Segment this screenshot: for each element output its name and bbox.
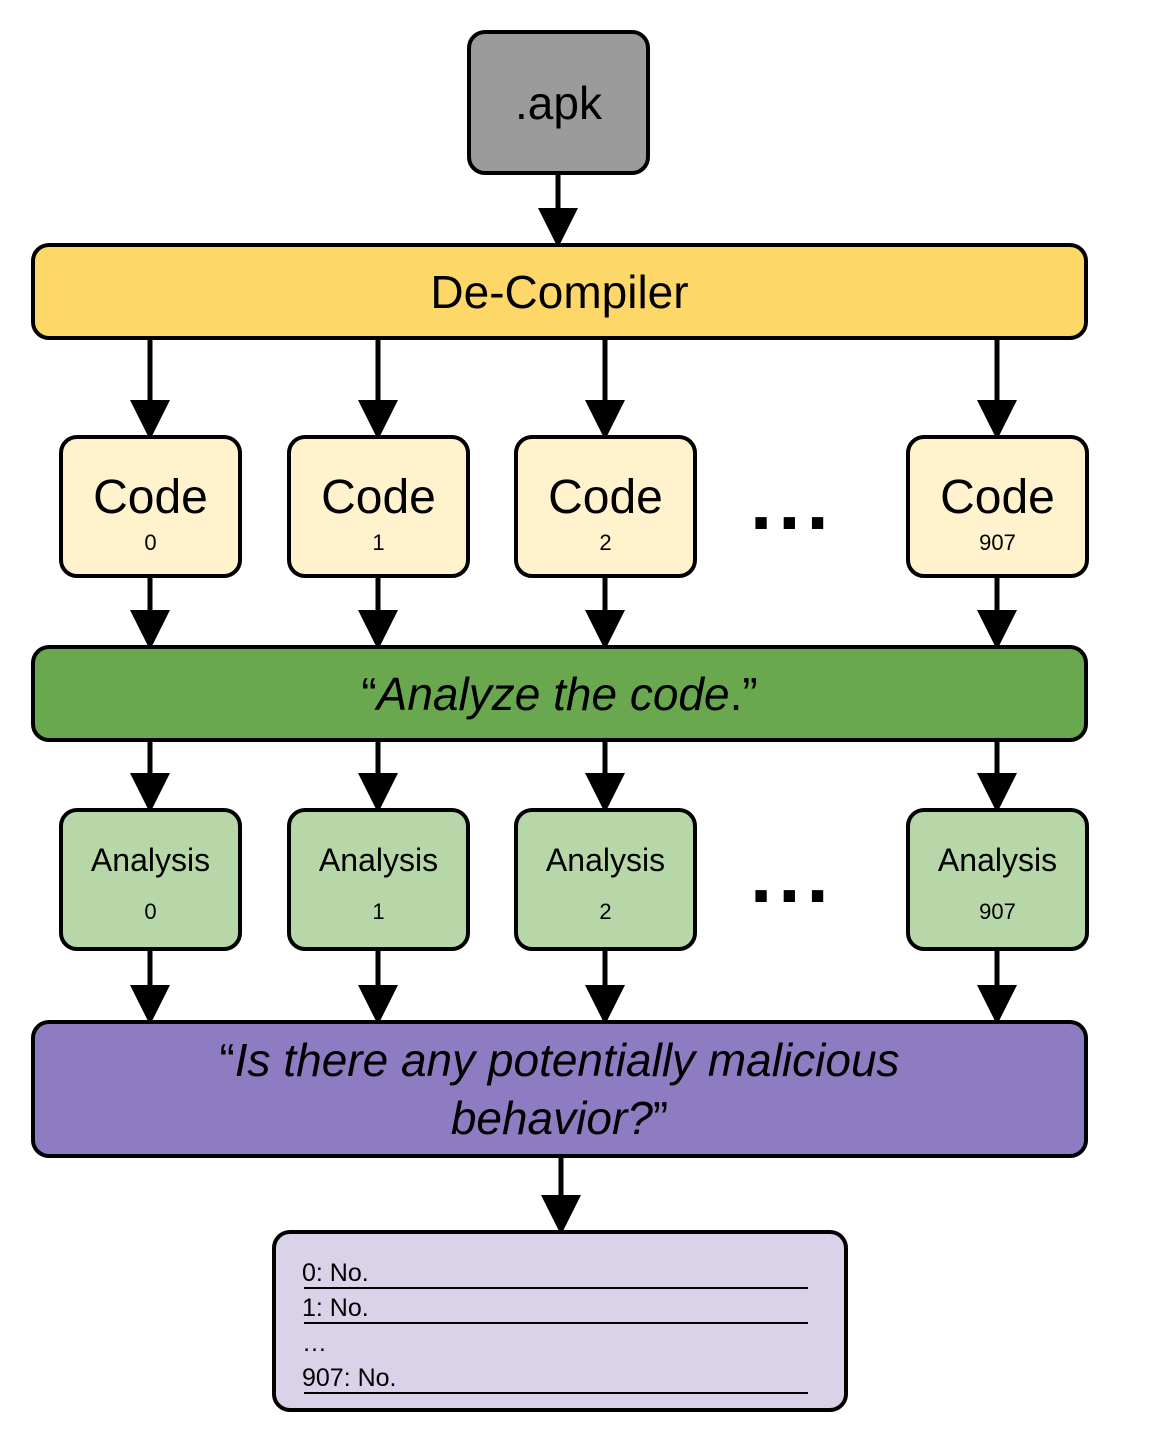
code-box-2: Code 2 [514,435,697,578]
code-box-907: Code 907 [906,435,1089,578]
code-label: Code [940,470,1055,524]
question-prompt-box: “Is there any potentially malicious beha… [31,1020,1088,1158]
result-line: 1: No. [302,1291,808,1326]
code-box-0: Code 0 [59,435,242,578]
analysis-ellipsis: ... [750,830,835,919]
analysis-index: 2 [599,899,612,924]
result-line: 907: No. [302,1361,808,1396]
code-index: 0 [144,529,157,555]
result-divider [304,1287,808,1289]
analysis-box-907: Analysis 907 [906,808,1089,951]
code-index: 1 [372,529,385,555]
code-index: 907 [979,529,1016,555]
code-box-1: Code 1 [287,435,470,578]
question-prompt-text: “Is there any potentially malicious beha… [219,1034,900,1144]
analysis-box-0: Analysis 0 [59,808,242,951]
analysis-label: Analysis [90,842,211,878]
analyze-prompt-text: “Analyze the code.” [361,667,758,720]
analyze-prompt-box: “Analyze the code.” [31,645,1088,742]
decompiler-label: De-Compiler [430,265,689,318]
code-label: Code [93,470,208,524]
analysis-index: 0 [144,899,157,924]
result-box: 0: No. 1: No. … 907: No. [272,1230,848,1412]
analysis-box-2: Analysis 2 [514,808,697,951]
apk-label: .apk [515,76,602,129]
analysis-label: Analysis [937,842,1058,878]
code-label: Code [548,470,663,524]
analysis-box-1: Analysis 1 [287,808,470,951]
analysis-label: Analysis [318,842,439,878]
result-line: … [302,1329,327,1357]
result-divider [304,1392,808,1394]
code-ellipsis: ... [750,457,835,546]
analysis-index: 907 [979,899,1016,924]
result-line: 0: No. [302,1256,808,1291]
code-index: 2 [599,529,612,555]
decompiler-box: De-Compiler [31,243,1088,340]
code-label: Code [321,470,436,524]
analysis-label: Analysis [545,842,666,878]
result-divider [304,1322,808,1324]
apk-box: .apk [467,30,650,175]
analysis-index: 1 [372,899,385,924]
